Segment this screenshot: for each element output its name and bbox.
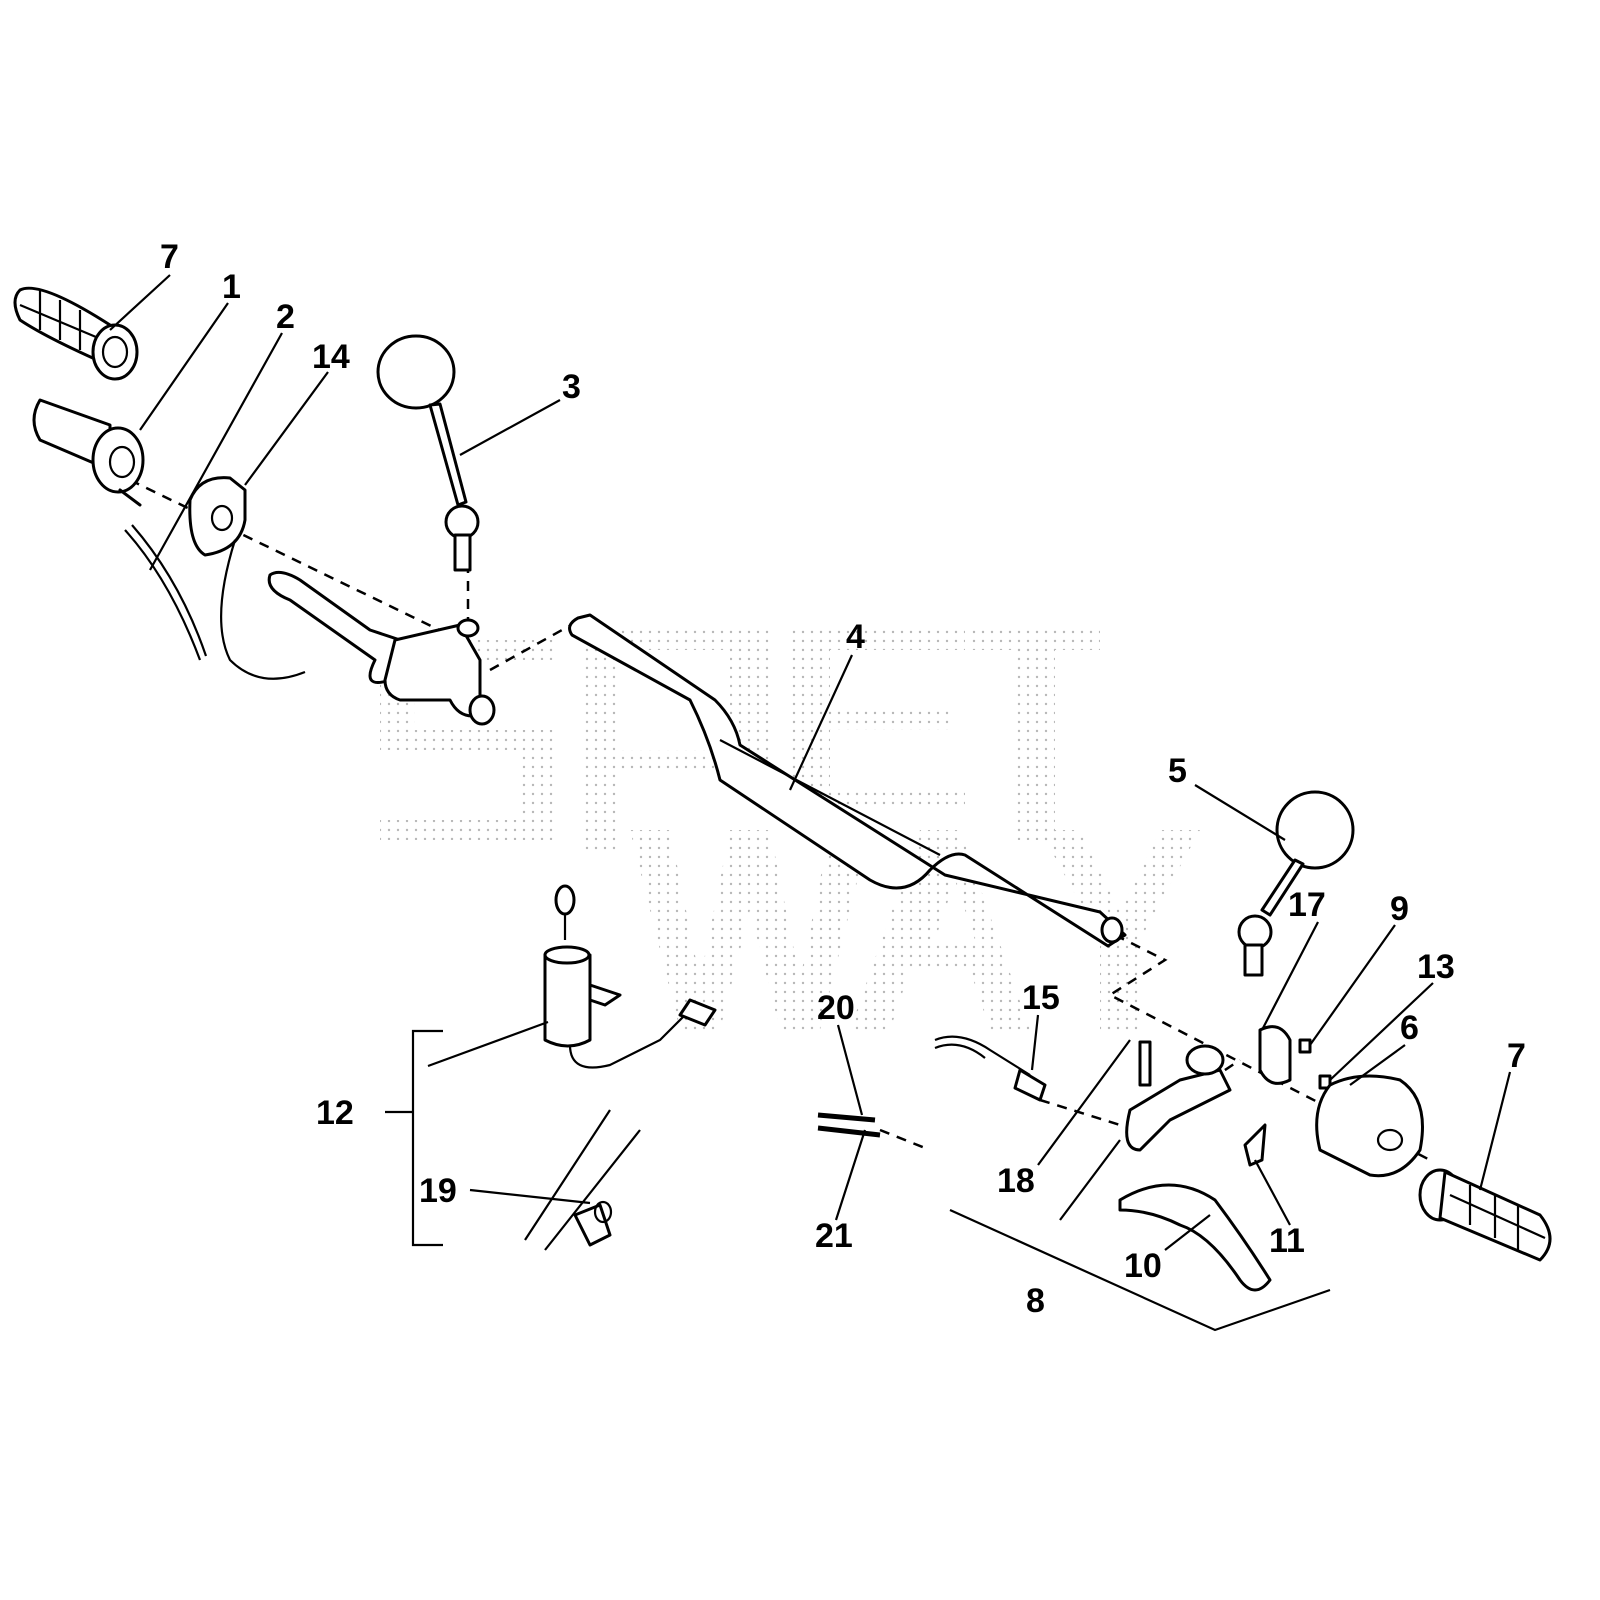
callout-12: 12	[316, 1094, 354, 1132]
throttle-housing	[188, 476, 306, 680]
callout-13: 13	[1417, 948, 1455, 986]
callout-10: 10	[1124, 1247, 1162, 1285]
callout-7-right: 7	[1507, 1037, 1526, 1075]
bracket-12	[385, 1029, 443, 1247]
kill-switch	[543, 884, 717, 1069]
mirror-right	[1237, 790, 1355, 977]
callout-4: 4	[846, 618, 865, 656]
callout-6: 6	[1400, 1009, 1419, 1047]
callout-19: 19	[419, 1172, 457, 1210]
callout-9: 9	[1390, 890, 1409, 928]
callout-3: 3	[562, 368, 581, 406]
watermark	[380, 630, 1200, 1030]
callout-15: 15	[1022, 979, 1060, 1017]
clutch-cable	[934, 1035, 1047, 1102]
callout-7-left: 7	[160, 238, 179, 276]
cable-ends	[817, 1112, 881, 1138]
callout-20: 20	[817, 989, 855, 1027]
mirror-left	[376, 334, 480, 572]
switch-housing	[1315, 1074, 1424, 1178]
switch-clip	[524, 1109, 641, 1251]
leader-lines	[109, 274, 1512, 1251]
grip-right	[1418, 1168, 1552, 1262]
callout-labels: 7 1 2 14 3 4 5 17 9 13 6 7 15 20 12 19 1…	[160, 238, 1526, 1320]
callout-14: 14	[312, 338, 350, 376]
callout-5: 5	[1168, 752, 1187, 790]
clutch-lever-assembly	[949, 1025, 1332, 1332]
callout-11: 11	[1269, 1222, 1305, 1260]
throttle-cable	[124, 524, 208, 661]
throttle-assembly	[32, 398, 145, 507]
callout-1: 1	[222, 268, 241, 306]
callout-18: 18	[997, 1162, 1035, 1200]
callout-8: 8	[1026, 1282, 1045, 1320]
callout-17: 17	[1288, 886, 1326, 924]
handlebar	[568, 613, 1127, 948]
brake-lever	[267, 570, 496, 726]
callout-21: 21	[815, 1217, 853, 1255]
grip-left	[13, 286, 139, 381]
callout-2: 2	[276, 298, 295, 336]
